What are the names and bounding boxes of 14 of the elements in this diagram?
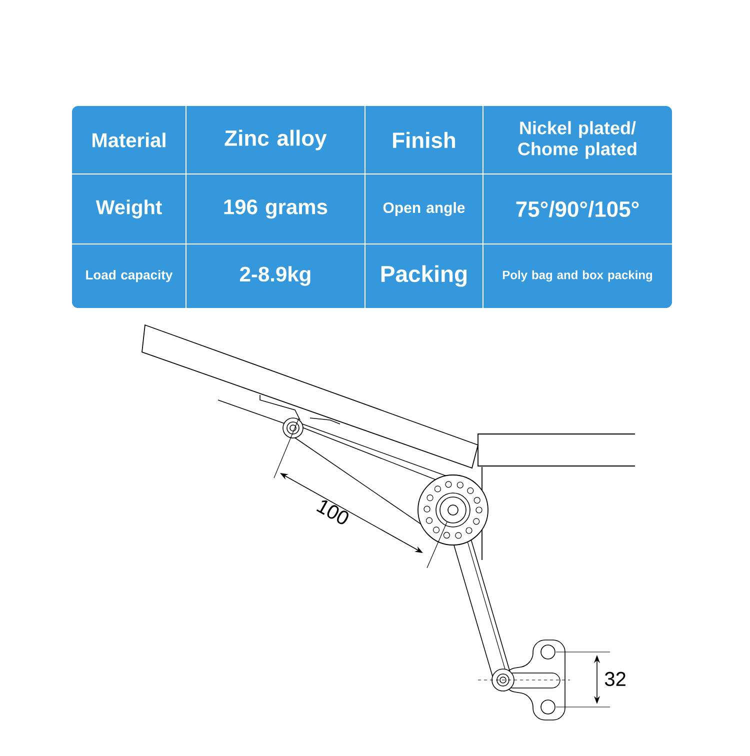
spec-value: Poly bag and box packing <box>502 270 652 282</box>
spec-value: 2-8.9kg <box>240 266 310 286</box>
spec-name: Packing <box>381 265 467 287</box>
spec-name: Open angle <box>383 202 465 216</box>
spec-value: 75°/90°/105° <box>516 200 639 218</box>
spec-value: 196 grams <box>224 199 328 219</box>
dimension-label: 100 <box>316 500 348 524</box>
spec-name: Load capacity <box>86 270 173 282</box>
spec-name: Weight <box>96 200 162 218</box>
spec-name: Finish <box>393 132 456 148</box>
spec-value: Zinc alloy <box>224 130 327 150</box>
dimension-label: 32 <box>604 672 626 686</box>
spec-name: Material <box>92 132 166 148</box>
spec-value: Nickel plated/ Chome plated <box>518 121 636 159</box>
